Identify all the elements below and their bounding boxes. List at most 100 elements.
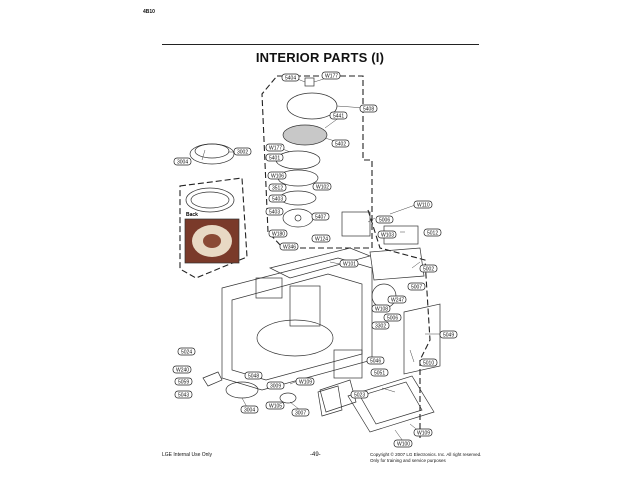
guide-cover	[317, 385, 343, 417]
svg-text:W100: W100	[397, 442, 410, 448]
callout-w102: W102	[312, 182, 332, 191]
top-cover	[286, 92, 338, 120]
svg-text:5408: 5408	[363, 107, 374, 113]
svg-text:5046: 5046	[370, 359, 381, 365]
svg-text:5010: 5010	[423, 361, 434, 367]
callout-5403-lower: 5403	[265, 207, 284, 216]
svg-text:W109: W109	[417, 431, 430, 437]
svg-text:5402: 5402	[335, 142, 346, 148]
cavity-inner	[231, 273, 363, 381]
svg-text:5051: 5051	[374, 371, 385, 377]
svg-text:3004: 3004	[177, 160, 188, 166]
turntable-motor-base	[225, 381, 259, 399]
svg-text:5023: 5023	[354, 393, 365, 399]
top-motor	[304, 77, 315, 87]
top-cover-parts	[275, 77, 338, 228]
glass-tray-inner	[194, 143, 230, 159]
fan-blade	[282, 208, 314, 228]
callout-w180: W180	[268, 229, 288, 238]
tray-parts	[185, 143, 235, 213]
callout-5006-top: 5006	[375, 215, 394, 224]
svg-text:W247: W247	[391, 298, 404, 304]
cavity-top	[268, 247, 372, 279]
callout-3009: 3009	[266, 381, 285, 390]
callout-5012: 5012	[423, 228, 442, 237]
svg-text:5403: 5403	[269, 210, 280, 216]
door-assembly-outline	[179, 177, 248, 279]
svg-text:W240: W240	[176, 368, 189, 374]
side-bracket	[403, 303, 441, 375]
svg-text:5024: 5024	[181, 350, 192, 356]
callout-w110: W110	[413, 200, 433, 209]
callout-w124: W124	[311, 234, 331, 243]
callout-5010: 5010	[419, 358, 438, 367]
callout-3004-top: 3004	[173, 157, 192, 166]
callout-5002: 5002	[419, 264, 438, 273]
cavity-body	[221, 247, 373, 391]
shield-plate	[282, 124, 328, 146]
callout-5024: 5024	[177, 347, 196, 356]
svg-text:W346: W346	[283, 245, 296, 251]
cavity-floor	[256, 319, 334, 357]
callout-w177-mid: W177	[265, 143, 285, 152]
transformer	[333, 349, 363, 379]
callout-5441: 5441	[329, 111, 348, 120]
svg-text:W105: W105	[269, 404, 282, 410]
svg-text:3302: 3302	[375, 324, 386, 330]
callout-w346: W346	[279, 242, 299, 251]
fan-housing	[255, 277, 283, 299]
callout-w103: W103	[377, 230, 397, 239]
svg-text:W180: W180	[272, 232, 285, 238]
svg-text:W101: W101	[343, 262, 356, 268]
callout-5043: 5043	[174, 390, 193, 399]
page-number: -49-	[310, 452, 321, 458]
magnetron	[341, 211, 371, 237]
callout-5403-upper: 5403	[268, 194, 287, 203]
svg-text:5404: 5404	[285, 76, 296, 82]
svg-text:W124: W124	[315, 237, 328, 243]
callout-5046: 5046	[366, 356, 385, 365]
callout-3007: 3007	[291, 408, 310, 417]
control-panel	[369, 247, 425, 281]
model-code: 4B10	[143, 9, 155, 15]
svg-text:W177: W177	[325, 74, 338, 80]
callout-3004-bottom: 3004	[240, 405, 259, 414]
bottom-assembly-outline	[367, 209, 431, 440]
footer-copyright: Copyright © 2007 LG Electronics. Inc. Al…	[370, 452, 481, 464]
roller-ring	[185, 187, 235, 213]
callout-5006-mid: 5006	[383, 313, 402, 322]
callout-w105: W105	[265, 401, 285, 410]
cavity-outer	[221, 257, 373, 391]
callout-w108: W108	[371, 304, 391, 313]
control-bracket	[289, 285, 321, 327]
callout-5007: 5007	[407, 282, 426, 291]
callout-w247: W247	[387, 295, 407, 304]
svg-text:5049: 5049	[443, 333, 454, 339]
svg-text:5006: 5006	[379, 218, 390, 224]
motor	[279, 392, 297, 404]
bottom-plate	[347, 375, 435, 433]
callout-w100: W100	[393, 439, 413, 448]
svg-text:3002: 3002	[237, 150, 248, 156]
callout-w106: W106	[267, 171, 287, 180]
bottom-parts	[202, 371, 435, 433]
callout-w109-right: W109	[413, 428, 433, 437]
callout-w240: W240	[172, 365, 192, 374]
training-line: Only for training and service purposes	[370, 458, 446, 463]
svg-text:W109: W109	[299, 380, 312, 386]
svg-text:5007: 5007	[411, 285, 422, 291]
svg-text:W177: W177	[269, 146, 282, 152]
svg-text:5002: 5002	[423, 267, 434, 273]
bottom-plate-inner	[359, 381, 423, 425]
page-title: INTERIOR PARTS (I)	[255, 50, 385, 65]
svg-text:3009: 3009	[270, 384, 281, 390]
callout-5407: 5407	[311, 212, 330, 221]
callout-5402: 5402	[331, 139, 350, 148]
callout-5051: 5051	[370, 368, 389, 377]
svg-text:W106: W106	[271, 174, 284, 180]
svg-text:5441: 5441	[333, 114, 344, 120]
svg-text:5401: 5401	[269, 156, 280, 162]
svg-text:W103: W103	[381, 233, 394, 239]
svg-text:3004: 3004	[244, 408, 255, 414]
back-photo: Back	[184, 212, 240, 264]
